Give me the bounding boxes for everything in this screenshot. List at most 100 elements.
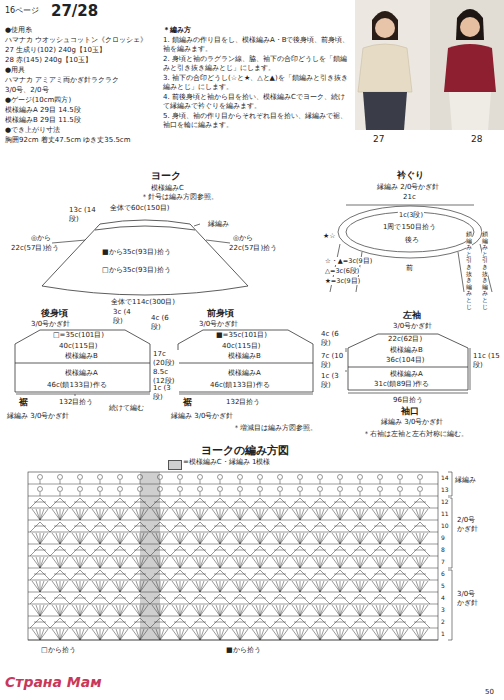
stitch-stroke xyxy=(356,557,360,568)
stitch-stroke xyxy=(280,533,288,544)
stitch-stroke xyxy=(40,509,48,520)
stitch-stroke xyxy=(232,605,240,616)
stitch-stroke xyxy=(330,498,340,508)
stitch-stroke xyxy=(200,509,204,520)
stitch-stroke xyxy=(60,557,64,568)
stitch-stroke xyxy=(120,570,130,580)
stitch-stroke xyxy=(80,570,90,580)
stitch-stroke xyxy=(396,605,400,616)
stitch-stroke xyxy=(80,594,90,604)
stitch-stroke xyxy=(116,509,120,520)
stitch-stroke xyxy=(112,629,120,640)
stitch-stroke xyxy=(34,574,46,575)
stitch-stroke xyxy=(416,581,420,592)
stitch-stroke xyxy=(180,533,188,544)
drawn-stroke xyxy=(460,17,480,37)
stitch-stroke xyxy=(360,557,364,568)
stitch-stroke xyxy=(410,618,420,628)
stitch-stroke xyxy=(280,498,290,508)
stitch-stroke xyxy=(360,629,364,640)
stitch-stroke xyxy=(410,498,420,508)
stitch-stroke xyxy=(412,581,420,592)
stitch-stroke xyxy=(70,570,80,580)
stitch-stroke xyxy=(260,509,268,520)
stitch-stroke xyxy=(200,629,208,640)
stitch-stroke xyxy=(96,629,100,640)
piece-border xyxy=(42,220,248,295)
stitch-stroke xyxy=(220,546,230,556)
stitch-stroke xyxy=(230,522,240,532)
stitch-stroke xyxy=(80,498,90,508)
stitch-stroke xyxy=(256,581,260,592)
picot-stroke xyxy=(398,487,403,492)
picot-stroke xyxy=(98,487,103,492)
text-label: 132目拾う xyxy=(58,398,94,407)
stitch-stroke xyxy=(294,526,306,527)
stitch-stroke xyxy=(310,570,320,580)
stitch-stroke xyxy=(254,622,266,623)
stitch-stroke xyxy=(200,618,210,628)
stitch-stroke xyxy=(234,550,246,551)
picot-stroke xyxy=(198,487,203,492)
stitch-stroke xyxy=(150,522,160,532)
leader-lines xyxy=(16,205,492,396)
stitch-stroke xyxy=(252,581,260,592)
stitch-stroke xyxy=(132,509,140,520)
picot-stroke xyxy=(338,475,343,480)
stitch-stroke xyxy=(290,546,300,556)
stitch-stroke xyxy=(380,605,384,616)
stitch-stroke xyxy=(140,480,141,484)
stitch-stroke xyxy=(156,629,160,640)
stitch-stroke xyxy=(296,605,300,616)
stitch-stroke xyxy=(380,492,381,496)
vertical-note: 鎖編みと引き抜き編みとじ xyxy=(466,230,472,311)
stitch-stroke xyxy=(80,557,84,568)
text-label: 後ろ xyxy=(404,236,420,245)
text-label: 5. 身頃、袖の作り目からそれぞれ目を拾い、縁編みで裾、袖口を輪に編みます。 xyxy=(162,112,352,130)
stitch-stroke xyxy=(28,640,438,641)
text-label: 縁編み xyxy=(454,476,477,484)
stitch-stroke xyxy=(212,557,220,568)
text-label: 3c (4段) xyxy=(112,308,140,326)
stitch-stroke xyxy=(412,533,420,544)
stitch-stroke xyxy=(100,557,108,568)
stitch-stroke xyxy=(374,550,386,551)
piece-label: ■から35c(93目)拾う xyxy=(102,248,171,257)
stitch-stroke xyxy=(210,546,220,556)
stitch-stroke xyxy=(416,629,420,640)
stitch-stroke xyxy=(354,574,366,575)
stitch-stroke xyxy=(50,594,60,604)
stitch-stroke xyxy=(240,509,248,520)
stitch-stroke xyxy=(276,629,280,640)
stitch-stroke xyxy=(34,622,46,623)
stitch-stroke xyxy=(340,480,341,484)
text-label: ＊増減目は編み方図参照。 xyxy=(232,424,318,433)
piece-label: □=35c(101目) xyxy=(53,331,104,340)
stitch-stroke xyxy=(314,574,326,575)
stitch-stroke xyxy=(256,533,260,544)
stitch-stroke xyxy=(300,498,310,508)
stitch-stroke xyxy=(50,546,60,556)
stitch-stroke xyxy=(54,622,66,623)
stitch-stroke xyxy=(92,557,100,568)
stitch-stroke xyxy=(216,605,220,616)
stitch-stroke xyxy=(260,570,270,580)
stitch-stroke xyxy=(334,550,346,551)
stitch-stroke xyxy=(160,594,170,604)
stitch-stroke xyxy=(280,557,284,568)
text-label: 4. 前後身頃と袖から目を拾い、模様編みCでヨーク、続けて縁編みで衿ぐりを編みま… xyxy=(162,93,352,111)
piece-label: 46c(鎖133目)作る xyxy=(47,381,107,390)
stitch-stroke xyxy=(410,570,420,580)
stitch-stroke xyxy=(196,533,200,544)
stitch-stroke xyxy=(76,533,80,544)
stitch-stroke xyxy=(94,574,106,575)
stitch-stroke xyxy=(30,522,40,532)
text-label: 続けて編む xyxy=(108,404,145,413)
stitch-stroke xyxy=(220,629,228,640)
stitch-stroke xyxy=(120,594,130,604)
stitch-stroke xyxy=(372,509,380,520)
stitch-stroke xyxy=(176,533,180,544)
stitch-stroke xyxy=(320,581,328,592)
stitch-stroke xyxy=(80,546,90,556)
stitch-stroke xyxy=(50,498,60,508)
